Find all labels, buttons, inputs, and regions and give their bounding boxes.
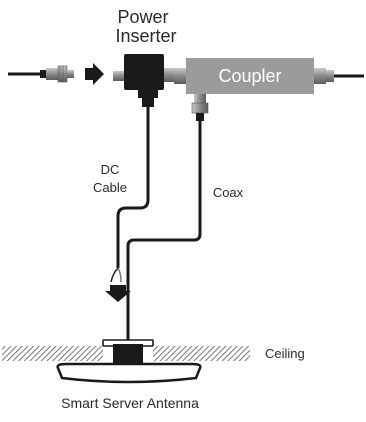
dc-cable-split-end <box>110 267 122 283</box>
coupler: Coupler <box>174 58 364 94</box>
coupler-coax-connector <box>191 94 209 121</box>
right-arrow-icon <box>85 63 104 85</box>
ceiling-label: Ceiling <box>265 346 305 361</box>
power-inserter-label-line1: Power <box>117 7 168 27</box>
coax-label: Coax <box>213 185 244 200</box>
down-arrow-icon <box>105 285 131 302</box>
coax-cable <box>126 121 202 340</box>
dc-cable <box>116 107 150 268</box>
dc-cable-label-line1: DC <box>101 162 120 177</box>
antenna-label: Smart Server Antenna <box>61 395 199 411</box>
ceiling <box>2 346 250 361</box>
smart-server-antenna <box>56 339 202 384</box>
incoming-cable <box>8 65 74 83</box>
dc-cable-label-line2: Cable <box>93 180 127 195</box>
coupler-label: Coupler <box>218 66 281 86</box>
power-inserter-label-line2: Inserter <box>115 26 176 46</box>
power-inserter <box>113 54 174 107</box>
